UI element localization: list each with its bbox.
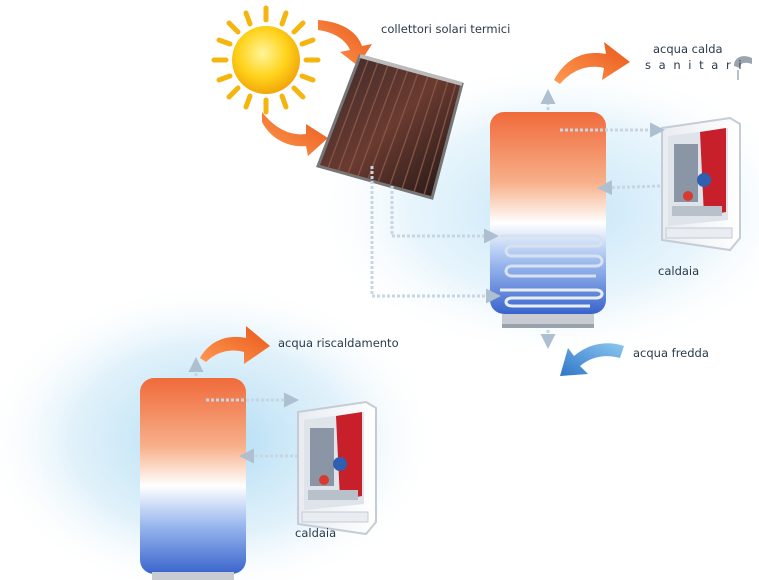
- storage-tank-top: [490, 112, 606, 328]
- label-hot-water: acqua calda: [653, 42, 723, 56]
- label-heating-water: acqua riscaldamento: [278, 336, 399, 350]
- label-boiler-top: caldaia: [658, 264, 700, 278]
- label-boiler-bottom: caldaia: [295, 526, 337, 540]
- cold-water-arrow: [560, 343, 624, 376]
- hot-water-arrow-top: [554, 42, 630, 84]
- label-sanitary: s a n i t a r i: [645, 58, 744, 72]
- pipe-network-bottom: [188, 357, 299, 464]
- boiler-icon-bottom: [297, 400, 377, 536]
- label-solar-collectors: collettori solari termici: [381, 22, 511, 36]
- sun-ray-arrow-lower: [262, 112, 328, 156]
- label-cold-water: acqua fredda: [633, 346, 709, 360]
- storage-tank-bottom: [140, 378, 246, 580]
- boiler-icon-top: [661, 116, 741, 252]
- pipe-network-top: [370, 89, 665, 349]
- faucet-icon: [734, 56, 752, 80]
- sun-icon: [211, 5, 321, 115]
- solar-collector-icon: [316, 54, 464, 200]
- sun-ray-arrow-upper: [318, 20, 372, 66]
- heating-water-arrow: [200, 326, 270, 364]
